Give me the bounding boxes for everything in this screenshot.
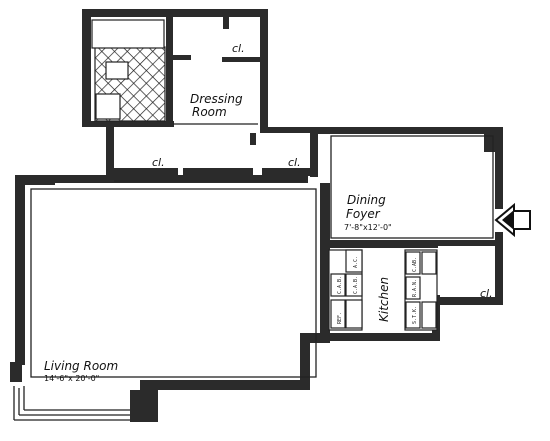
dining-foyer-dimensions: 7'-8"x12'-0"	[344, 223, 392, 232]
kitchen-label: Kitchen	[377, 277, 391, 322]
bathroom-tile-floor	[94, 46, 166, 122]
appliance-range	[405, 276, 421, 300]
appliance-ref	[330, 299, 346, 329]
toilet	[105, 61, 129, 80]
living-room-label: Living Room	[44, 359, 118, 373]
inner-lines	[13, 123, 494, 421]
label-cab-1: C.A.B.	[337, 276, 343, 294]
closet-hall-right-label: cl.	[288, 156, 301, 169]
entry-arrow-icon	[494, 202, 531, 238]
dressing-room-label-line1: Dressing	[190, 92, 243, 106]
label-ref: REF.	[337, 312, 343, 324]
sink	[95, 93, 121, 120]
closet-dressing-label: cl.	[232, 42, 245, 55]
label-cabinet: C.AB.	[412, 257, 418, 272]
bathtub	[91, 19, 165, 49]
closet-kitchen-label: cl.	[480, 287, 493, 300]
dining-foyer-label-line1: Dining	[347, 193, 386, 207]
appliance-cab-1	[330, 273, 346, 297]
appliance-ac	[345, 249, 363, 273]
label-range: R.A.N.	[412, 279, 418, 297]
closet-hall-left-label: cl.	[152, 156, 165, 169]
label-sink: S.T.K.	[412, 306, 418, 324]
kitchen-appliances: A.C. C.A.B. C.A.B. REF. C.AB. R.A.N. S.T…	[328, 249, 438, 331]
label-ac: A.C.	[353, 256, 359, 268]
appliance-cabinet	[405, 251, 421, 275]
living-room-dimensions: 14'-6"x 20'-0"	[44, 374, 99, 383]
dressing-room-label-line2: Room	[192, 105, 227, 119]
label-cab-2: C.A.B.	[353, 276, 359, 294]
bathroom	[91, 19, 166, 122]
walls	[10, 9, 503, 422]
dining-foyer-label-line2: Foyer	[346, 207, 381, 221]
appliance-cab-2	[345, 273, 363, 297]
appliance-sink	[405, 301, 421, 329]
